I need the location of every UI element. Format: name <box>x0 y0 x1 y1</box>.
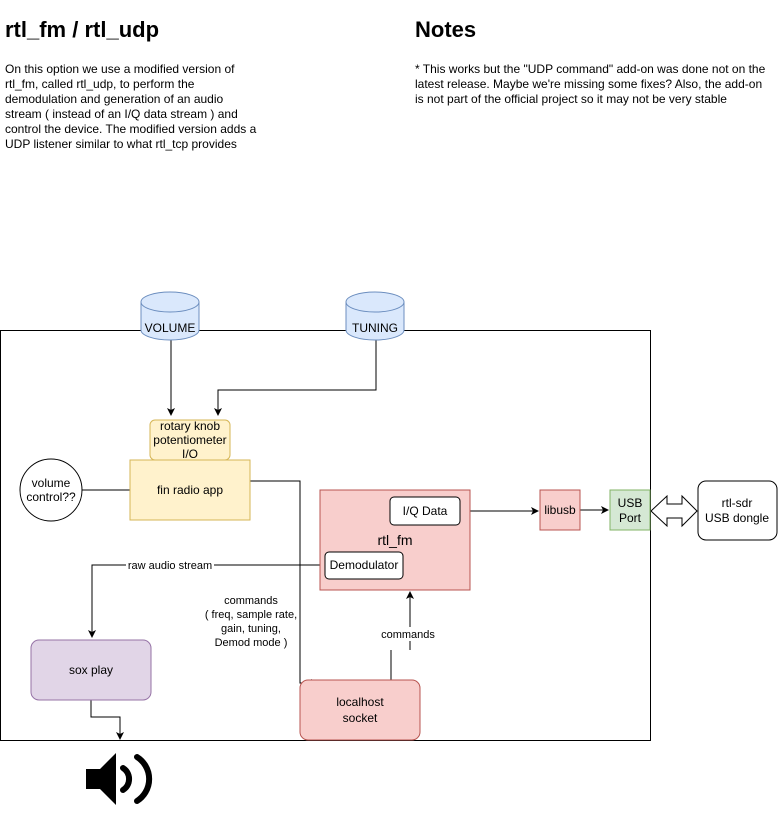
volume-cylinder: VOLUME <box>140 291 200 341</box>
double-arrow <box>650 494 698 528</box>
edge-app-to-socket <box>250 480 319 687</box>
socket-line-1: localhost <box>336 695 384 709</box>
volume-control-line-1: volume <box>32 476 71 490</box>
left-title: rtl_fm / rtl_udp <box>5 17 160 42</box>
localhost-socket-node: localhost socket <box>299 679 421 741</box>
volume-label: VOLUME <box>145 321 196 335</box>
volume-control-line-2: control?? <box>26 490 76 504</box>
usb-port-line-1: USB <box>618 496 643 510</box>
edge-sox-to-speaker <box>90 700 124 740</box>
rtl-sdr-dongle-node: rtl-sdr USB dongle <box>697 480 778 541</box>
iq-data-label: I/Q Data <box>403 504 448 518</box>
tuning-label: TUNING <box>352 321 398 335</box>
sox-play-label: sox play <box>69 663 113 677</box>
raw-audio-label: raw audio stream <box>128 560 212 572</box>
sox-play-node: sox play <box>30 639 152 701</box>
libusb-label: libusb <box>544 503 576 517</box>
rotary-line-2: potentiometer <box>153 433 226 447</box>
fin-radio-app-node: fin radio app <box>129 459 251 521</box>
edge-raw-audio <box>88 564 325 638</box>
dongle-line-1: rtl-sdr <box>722 496 753 510</box>
commands-detail-line-4: Demod mode ) <box>215 637 288 649</box>
tuning-cylinder: TUNING <box>345 291 405 341</box>
commands-detail-line-3: gain, tuning, <box>221 623 281 635</box>
edge-tuning-to-rotary <box>214 340 377 416</box>
dongle-line-2: USB dongle <box>705 511 769 525</box>
notes-text: * This works but the "UDP command" add-o… <box>415 62 766 106</box>
demodulator-node: Demodulator <box>324 551 404 580</box>
libusb-node: libusb <box>539 489 581 531</box>
usb-port-line-2: Port <box>619 511 642 525</box>
rotary-line-1: rotary knob <box>160 419 220 433</box>
rotary-line-3: I/O <box>182 447 198 461</box>
commands-detail-line-1: commands <box>224 595 278 607</box>
left-description: On this option we use a modified version… <box>5 62 257 151</box>
commands-label: commands <box>381 629 435 641</box>
demodulator-label: Demodulator <box>330 558 399 572</box>
notes-title: Notes <box>415 17 477 42</box>
fin-app-label: fin radio app <box>157 483 223 497</box>
rotary-knob-node: rotary knob potentiometer I/O <box>149 419 231 461</box>
commands-detail-line-2: ( freq, sample rate, <box>205 609 297 621</box>
volume-control-node: volume control?? <box>19 458 83 522</box>
speaker-icon <box>86 753 153 805</box>
rtl-fm-label: rtl_fm <box>378 532 413 548</box>
socket-line-2: socket <box>343 711 378 725</box>
iq-data-node: I/Q Data <box>389 496 461 526</box>
usb-port-node: USB Port <box>609 489 651 531</box>
